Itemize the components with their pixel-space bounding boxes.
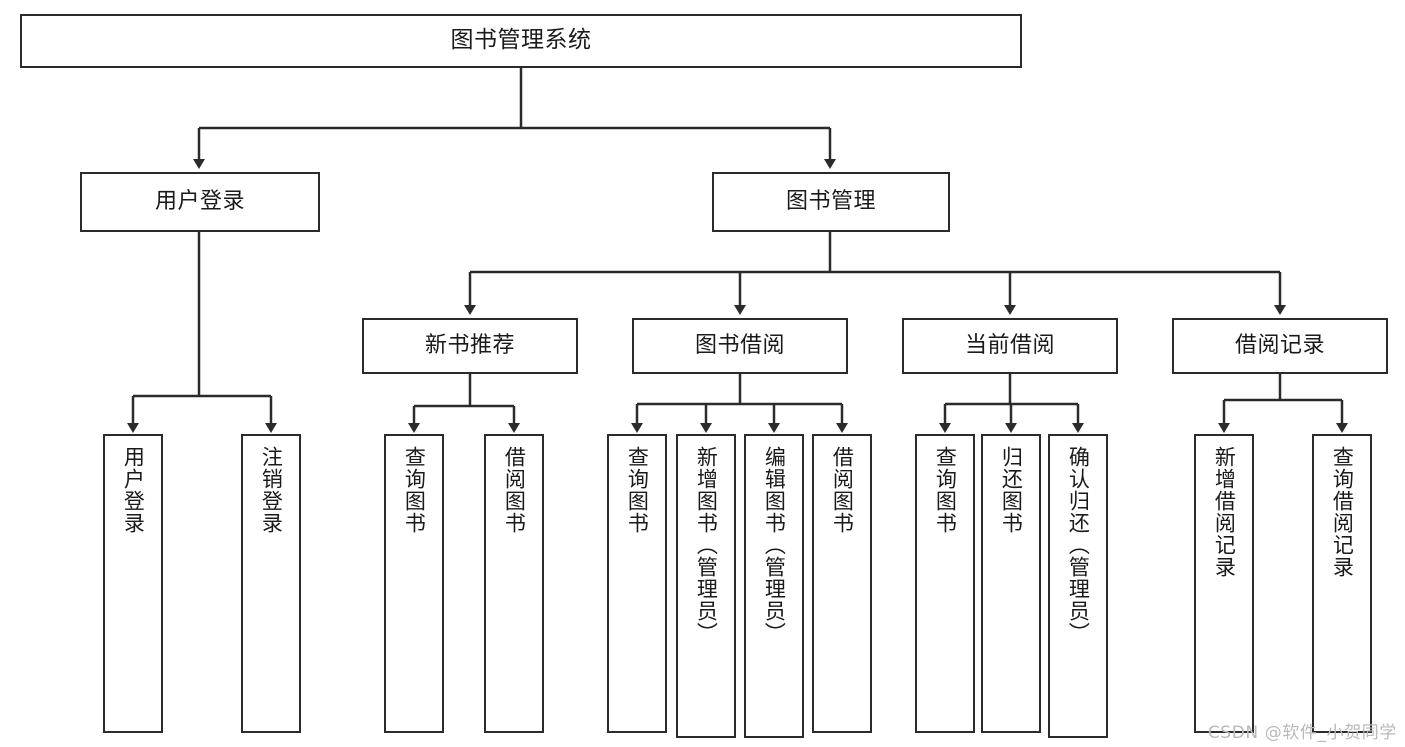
node-label: 用户登录 xyxy=(121,446,146,534)
node-label: 当前借阅 xyxy=(964,332,1055,358)
node-leaf-query-record[interactable]: 查询借阅记录 xyxy=(1312,434,1372,733)
node-label: 查询图书 xyxy=(402,446,427,534)
node-label: 图书借阅 xyxy=(694,332,785,358)
node-leaf-return-book[interactable]: 归还图书 xyxy=(981,434,1041,733)
watermark: CSDN @软件_小贺同学 xyxy=(1207,723,1397,743)
node-label: 新增图书（管理员） xyxy=(694,446,719,644)
node-label: 查询借阅记录 xyxy=(1330,446,1355,578)
node-label: 图书管理 xyxy=(785,188,876,214)
node-leaf-query-book-1[interactable]: 查询图书 xyxy=(384,434,444,733)
node-book-borrow[interactable]: 图书借阅 xyxy=(632,318,848,374)
node-label: 新书推荐 xyxy=(424,332,515,358)
node-label: 查询图书 xyxy=(625,446,650,534)
node-label: 归还图书 xyxy=(999,446,1024,534)
node-borrow-record[interactable]: 借阅记录 xyxy=(1172,318,1388,374)
node-label: 编辑图书（管理员） xyxy=(762,446,787,644)
node-current-borrow[interactable]: 当前借阅 xyxy=(902,318,1118,374)
node-label: 用户登录 xyxy=(154,188,245,214)
node-new-book-recommend[interactable]: 新书推荐 xyxy=(362,318,578,374)
node-label: 图书管理系统 xyxy=(450,27,592,54)
node-book-management[interactable]: 图书管理 xyxy=(712,172,950,232)
node-label: 新增借阅记录 xyxy=(1212,446,1237,578)
node-label: 借阅记录 xyxy=(1234,332,1325,358)
node-leaf-add-book[interactable]: 新增图书（管理员） xyxy=(676,434,736,738)
node-label: 借阅图书 xyxy=(830,446,855,534)
node-label: 确认归还（管理员） xyxy=(1066,446,1091,644)
node-leaf-confirm-return[interactable]: 确认归还（管理员） xyxy=(1048,434,1108,738)
node-root-system[interactable]: 图书管理系统 xyxy=(20,14,1022,68)
node-leaf-add-record[interactable]: 新增借阅记录 xyxy=(1194,434,1254,733)
node-leaf-query-book-3[interactable]: 查询图书 xyxy=(915,434,975,733)
node-user-login[interactable]: 用户登录 xyxy=(80,172,320,232)
node-leaf-logout-login[interactable]: 注销登录 xyxy=(241,434,301,733)
node-label: 注销登录 xyxy=(259,446,284,534)
node-leaf-query-book-2[interactable]: 查询图书 xyxy=(607,434,667,733)
node-leaf-borrow-book-1[interactable]: 借阅图书 xyxy=(484,434,544,733)
node-leaf-user-login[interactable]: 用户登录 xyxy=(103,434,163,733)
node-leaf-borrow-book-2[interactable]: 借阅图书 xyxy=(812,434,872,733)
node-label: 借阅图书 xyxy=(502,446,527,534)
node-label: 查询图书 xyxy=(933,446,958,534)
node-leaf-edit-book[interactable]: 编辑图书（管理员） xyxy=(744,434,804,738)
